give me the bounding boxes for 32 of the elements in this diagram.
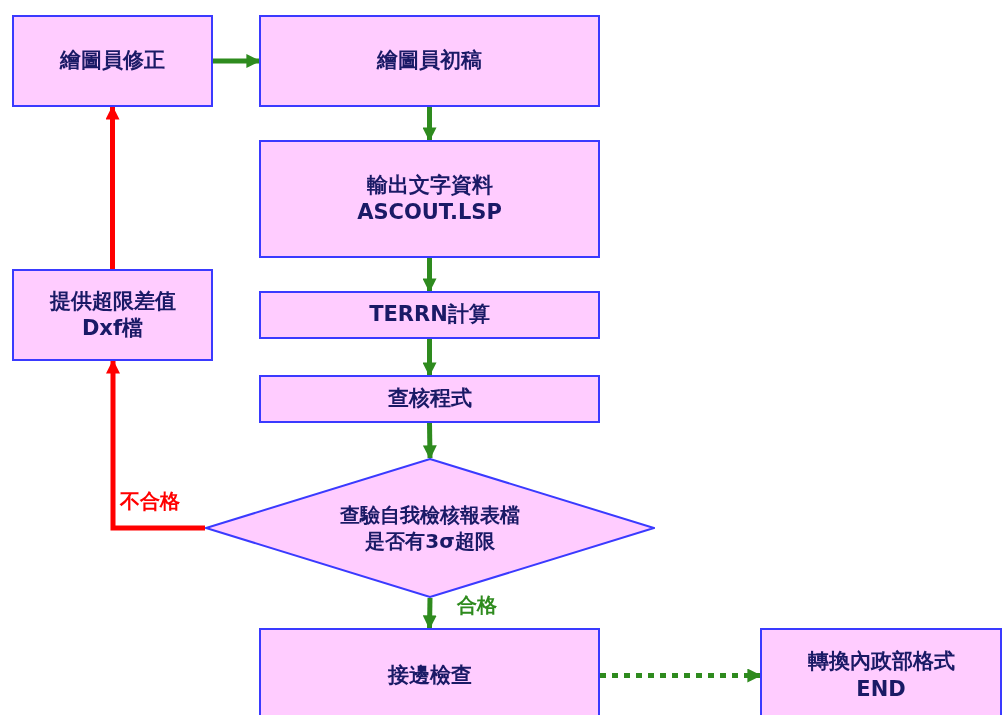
process-box xyxy=(259,628,600,715)
arrow xyxy=(422,339,437,377)
node-text: 提供超限差值 xyxy=(49,287,176,315)
edge-label: 合格 xyxy=(455,592,499,619)
arrow xyxy=(106,359,205,531)
process-box xyxy=(259,15,600,107)
node-text: 輸出文字資料 xyxy=(366,171,493,199)
arrow xyxy=(422,597,437,630)
arrow xyxy=(422,258,437,293)
node-text: ASCOUT.LSP xyxy=(357,199,502,226)
arrow xyxy=(422,107,437,142)
node-text: 繪圖員修正 xyxy=(60,47,165,75)
process-box xyxy=(259,291,600,339)
node-text: END xyxy=(856,675,906,703)
node-text: 接邊檢查 xyxy=(387,661,472,689)
node-text: 是否有3σ超限 xyxy=(365,528,495,554)
node-text: 查核程式 xyxy=(387,385,472,413)
arrow xyxy=(105,105,120,269)
node-text: 繪圖員初稿 xyxy=(377,47,482,75)
process-box xyxy=(12,269,213,361)
arrow xyxy=(422,422,437,460)
process-box xyxy=(259,140,600,258)
arrow xyxy=(213,54,261,68)
arrow xyxy=(600,668,762,683)
node-text: TERRN計算 xyxy=(369,301,490,329)
process-box xyxy=(760,628,1002,715)
node-text: 轉換內政部格式 xyxy=(807,648,955,676)
node-text: Dxf檔 xyxy=(81,315,144,342)
process-box xyxy=(12,15,213,107)
node-text: 查驗自我檢核報表檔 xyxy=(340,502,520,528)
edge-label: 不合格 xyxy=(118,488,182,515)
process-box xyxy=(259,375,600,423)
